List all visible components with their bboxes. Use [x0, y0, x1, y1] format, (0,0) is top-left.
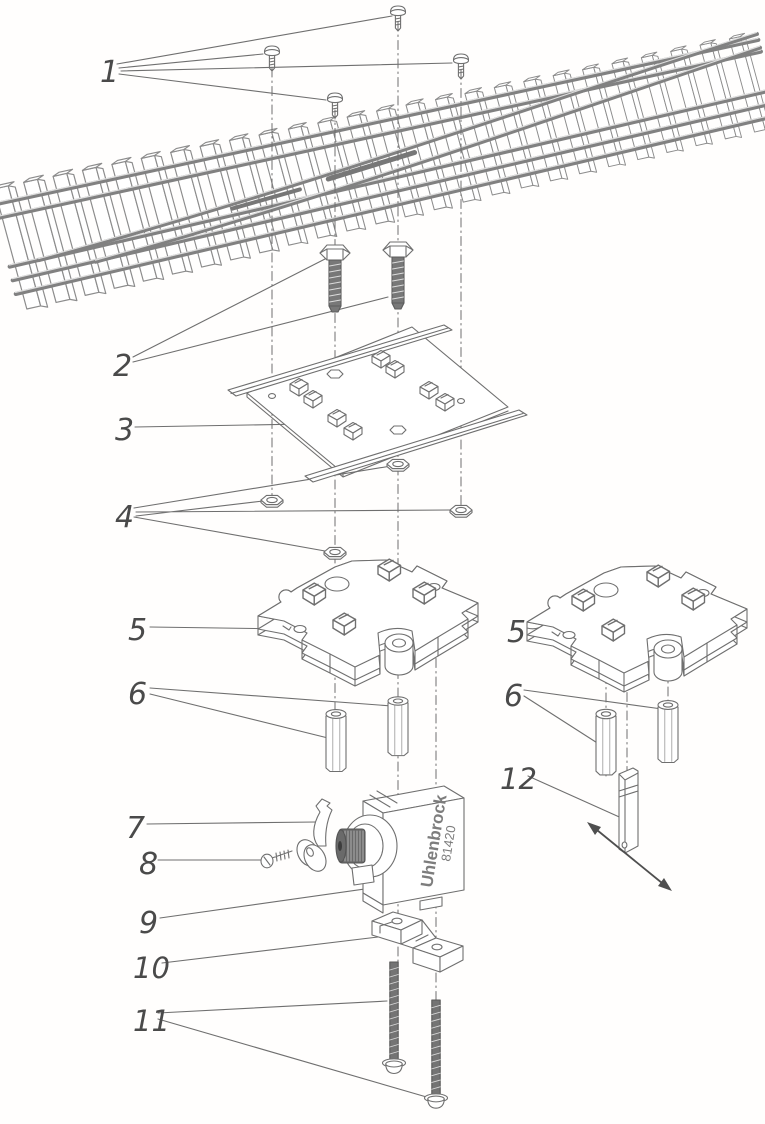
- leader-3: [134, 423, 305, 428]
- turnout-track: [0, 31, 765, 314]
- callout-8: 8: [139, 847, 158, 882]
- part-12-actuating-rod: [618, 767, 639, 854]
- adapter-rail-strip-top: [227, 324, 453, 397]
- track-rails: [0, 31, 765, 297]
- part-8-lever-screw: [260, 849, 293, 869]
- part-6-spacers-right: [595, 700, 679, 776]
- callout-10: 10: [133, 951, 170, 985]
- callout-5-right: 5: [507, 615, 526, 650]
- part-10-mounting-block: [371, 911, 464, 973]
- leader-7: [146, 821, 317, 825]
- leader-10: [161, 936, 379, 964]
- motor-model-text: 81420: [438, 824, 458, 862]
- adapter-round-hole: [456, 398, 466, 404]
- leader-4: [133, 465, 451, 552]
- leader-6: [149, 687, 393, 740]
- callout-1: 1: [100, 55, 119, 90]
- part-9-point-motor: Uhlenbrock 81420: [335, 785, 465, 914]
- leader-2: [132, 258, 389, 363]
- leader-6b: [523, 689, 663, 747]
- part-5-base-plate-right: [527, 565, 747, 692]
- callout-12: 12: [500, 762, 537, 796]
- adapter-rail-strip-bottom: [304, 409, 528, 483]
- adapter-hex-hole: [326, 369, 344, 379]
- motion-arrow: [587, 822, 672, 891]
- callout-2: 2: [113, 349, 132, 384]
- callout-6-right: 6: [504, 679, 523, 714]
- part-7-lever: [296, 798, 333, 872]
- motor-shaft: [335, 828, 366, 864]
- callout-6: 6: [128, 677, 147, 712]
- part-5-base-plate-center: [258, 559, 478, 686]
- callout-11: 11: [133, 1004, 170, 1038]
- callout-7: 7: [126, 811, 145, 846]
- adapter-plate-face: [246, 326, 509, 474]
- callout-4: 4: [115, 500, 134, 535]
- part-11-long-screws: [381, 961, 449, 1109]
- part-4-hex-nuts: [260, 458, 473, 560]
- adapter-hex-hole: [389, 425, 407, 435]
- leader-lines: [116, 15, 663, 1099]
- adapter-round-hole: [267, 393, 277, 399]
- callout-3: 3: [115, 413, 134, 448]
- leader-12: [527, 775, 627, 821]
- part-6-spacers-center: [325, 696, 409, 773]
- callout-5: 5: [128, 613, 147, 648]
- leader-1: [116, 15, 453, 101]
- leader-11: [157, 1000, 431, 1099]
- part-3-adapter-frame: [227, 324, 528, 483]
- leader-9: [159, 883, 401, 919]
- part-2-hex-bolts: [319, 241, 414, 313]
- callout-9: 9: [139, 906, 158, 941]
